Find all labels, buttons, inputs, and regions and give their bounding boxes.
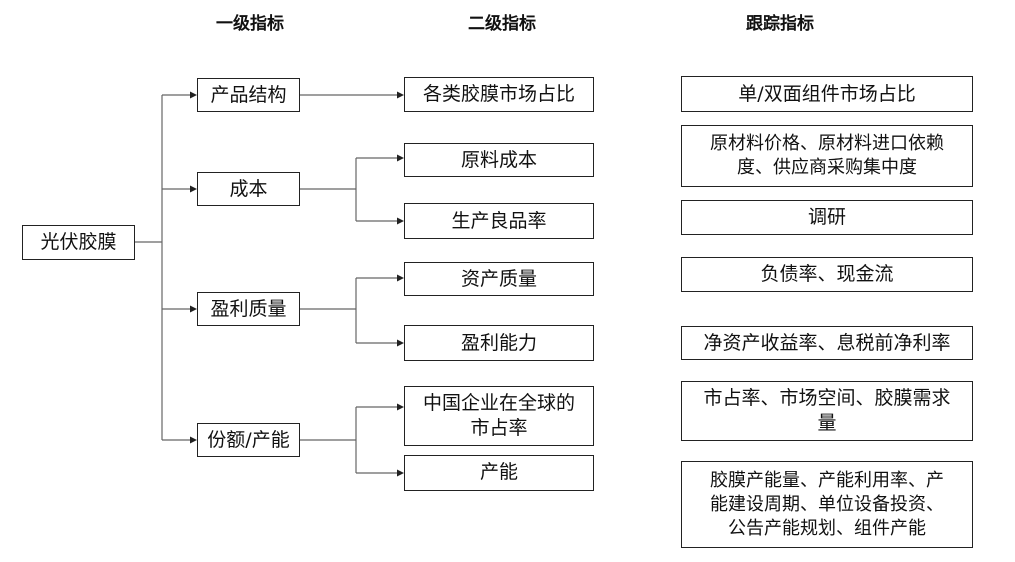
tracking-raw-material: 原材料价格、原材料进口依赖 度、供应商采购集中度 [681,125,973,187]
tracking-debt-cashflow: 负债率、现金流 [681,257,973,292]
tracking-capacity-details: 胶膜产能量、产能利用率、产 能建设周期、单位设备投资、 公告产能规划、组件产能 [681,461,973,548]
header-level2: 二级指标 [468,14,536,34]
header-tracking: 跟踪指标 [746,14,814,34]
tracking-roe-ebit: 净资产收益率、息税前净利率 [681,326,973,360]
level2-film-market-share: 各类胶膜市场占比 [404,77,594,112]
level2-capacity: 产能 [404,455,594,491]
tracking-research: 调研 [681,200,973,235]
tracking-module-share: 单/双面组件市场占比 [681,76,973,112]
level2-asset-quality: 资产质量 [404,262,594,296]
tracking-market-demand: 市占率、市场空间、胶膜需求 量 [681,381,973,441]
level1-cost: 成本 [197,172,300,206]
level2-china-global-share: 中国企业在全球的 市占率 [404,386,594,446]
level1-product-structure: 产品结构 [197,78,300,112]
level1-arrows [162,91,197,444]
level2-yield-rate: 生产良品率 [404,203,594,239]
header-level1: 一级指标 [216,14,284,34]
level1-share-capacity: 份额/产能 [197,423,300,457]
root-node: 光伏胶膜 [22,225,135,260]
level2-arrows [300,91,404,477]
level1-profit-quality: 盈利质量 [197,292,300,326]
root-connectors [135,95,163,440]
level2-profitability: 盈利能力 [404,325,594,361]
level2-raw-material-cost: 原料成本 [404,143,594,177]
